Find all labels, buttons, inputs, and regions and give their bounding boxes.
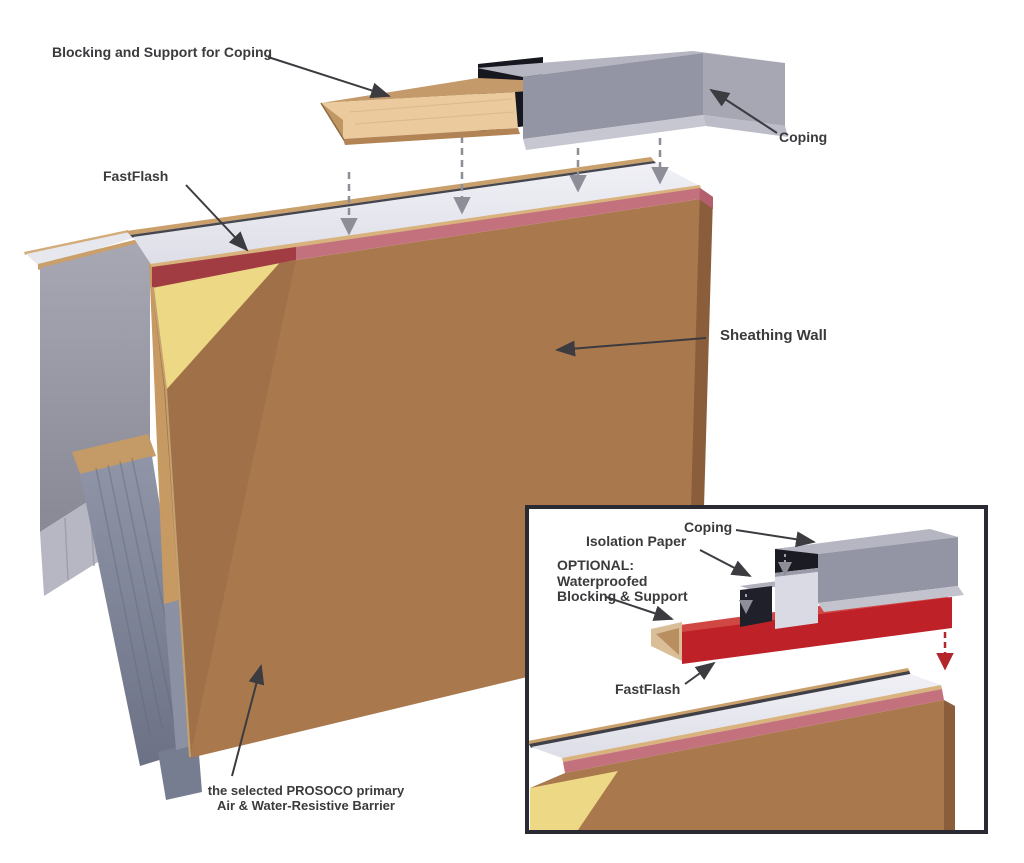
coping-front-face [523, 53, 703, 139]
wall-front-trim [150, 185, 701, 269]
inset-blocking-front [682, 597, 952, 664]
sheathing-wall-label: Sheathing Wall [720, 327, 827, 344]
inset-flashing-pink [563, 689, 944, 773]
inset-coping-drip [818, 586, 964, 612]
placement-drop-arrows [340, 136, 669, 236]
beam-end-cut-line [320, 102, 345, 141]
wood-sill-plate [72, 434, 156, 474]
coping-top-corner [693, 51, 785, 63]
coping-leader-arrow [709, 88, 778, 134]
inset-wall-brown [530, 700, 944, 830]
fastflash-label: FastFlash [103, 168, 169, 184]
inset-mini-arrows [739, 554, 792, 614]
wall-right-end-face [691, 188, 713, 507]
inset-isolation-paper-label: Isolation Paper [586, 533, 687, 549]
coping-drip-edge [523, 115, 706, 150]
wall-back-dark-line [130, 161, 657, 238]
foundation-footing [80, 456, 198, 766]
fastflash-band-dark [152, 247, 296, 288]
inset-coping-leader-arrow [735, 529, 816, 548]
flashing-band-pink [296, 188, 700, 260]
inset-fastflash-label: FastFlash [615, 681, 681, 697]
rear-top-edge-trim [24, 230, 129, 255]
beam-front-face [321, 92, 518, 139]
beam-grain-lines [349, 98, 515, 125]
coping-top-face [477, 51, 703, 77]
sheathing-leader-arrow [555, 337, 707, 357]
sheathing-yellow-triangle [152, 258, 284, 390]
inset-sheathing-yellow [530, 771, 618, 830]
inset-wall-back-dark-line [529, 671, 911, 748]
wall-right-end-pink-cap [700, 188, 713, 209]
inset-coping-front [818, 537, 958, 603]
isolation-paper-shadow-box [740, 586, 772, 627]
inset-wall-strip [529, 668, 955, 830]
inset-optional-label: OPTIONAL: Waterproofed Blocking & Suppor… [557, 557, 688, 605]
beam-bottom-edge [343, 128, 520, 145]
sheathing-wall [126, 157, 713, 758]
inset-wood-end-wedge [656, 628, 679, 655]
inset-coping-top [775, 529, 958, 554]
metal-coping [477, 51, 788, 150]
inset-detail-box [525, 505, 988, 834]
inset-leader-arrows [605, 529, 816, 685]
blocking-leader-arrow [267, 56, 391, 99]
barrier-label-line1: the selected PROSOCO primary [207, 783, 405, 798]
inset-wall-top-face [531, 674, 941, 758]
wall-left-edge-line [152, 286, 191, 758]
inset-optional-line2: Waterproofed [557, 572, 648, 589]
inset-isolation-leader-arrow [699, 549, 752, 577]
wall-brown-face [152, 199, 700, 758]
inset-wall-front-trim [562, 685, 942, 762]
inset-optional-line3: Blocking & Support [557, 588, 688, 605]
inset-coping-label: Coping [684, 519, 733, 535]
inset-fascia [775, 572, 818, 629]
blocking-support-label: Blocking and Support for Coping [52, 44, 273, 60]
rear-top-face [26, 232, 133, 267]
inset-wall-right-end [944, 700, 955, 830]
coping-label: Coping [779, 129, 828, 145]
sheathing-panel-seams [64, 471, 145, 581]
wall-back-trim [126, 157, 654, 235]
wall-shading [152, 260, 296, 758]
leader-arrows [185, 56, 778, 777]
fastflash-leader-arrow [185, 184, 249, 252]
barrier-leader-arrow [231, 664, 265, 777]
inset-content [529, 529, 964, 830]
inset-fastflash-leader-arrow [684, 661, 716, 685]
barrier-label-line2: Air & Water-Resistive Barrier [217, 797, 395, 813]
barrier-label: the selected PROSOCO primary Air & Water… [146, 783, 466, 814]
inset-optional-leader-arrow [605, 596, 674, 621]
wall-top-face [133, 163, 700, 266]
blocking-beam [320, 57, 543, 145]
footing-streaks [95, 457, 187, 736]
coping-drip-edge-right [703, 115, 788, 137]
inset-optional-line1: OPTIONAL: [557, 557, 634, 573]
coping-end-cap [703, 53, 785, 126]
